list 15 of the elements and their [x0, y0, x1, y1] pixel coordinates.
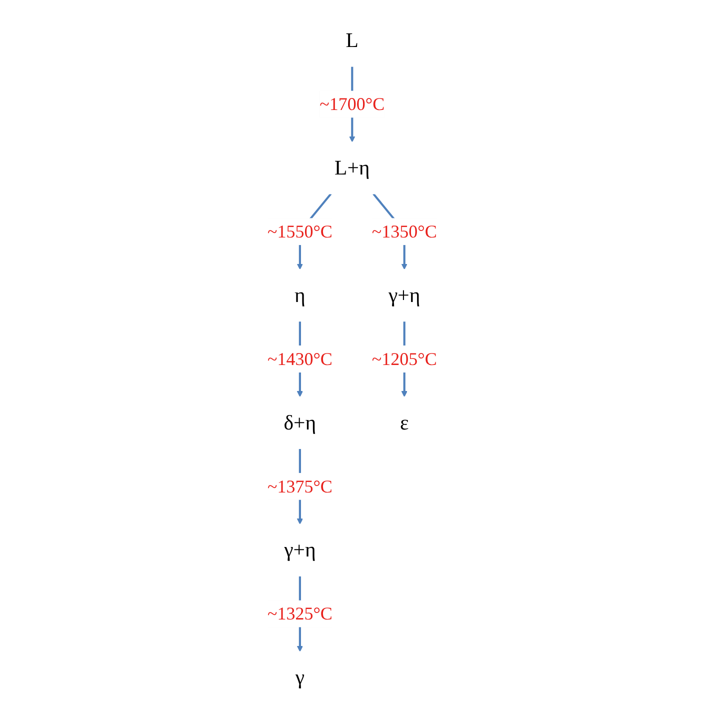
- edge-label: ~1350°C: [372, 222, 437, 242]
- node-text: L: [346, 29, 358, 52]
- edge-label: ~1325°C: [267, 604, 332, 624]
- edge-label: ~1430°C: [267, 348, 332, 370]
- node-text: γ+η: [388, 284, 420, 307]
- edge-label: ~1375°C: [267, 476, 332, 496]
- node-text: γ+η: [284, 538, 316, 562]
- node-text: γ: [295, 666, 305, 689]
- node-text: δ+η: [284, 411, 316, 434]
- edge-label: ~1700°C: [320, 94, 385, 114]
- edge-label: ~1205°C: [372, 348, 437, 370]
- node-text: L+η: [334, 156, 370, 180]
- node-text: ε: [400, 411, 409, 434]
- node-text: η: [294, 284, 306, 307]
- edge-label: ~1550°C: [267, 222, 332, 242]
